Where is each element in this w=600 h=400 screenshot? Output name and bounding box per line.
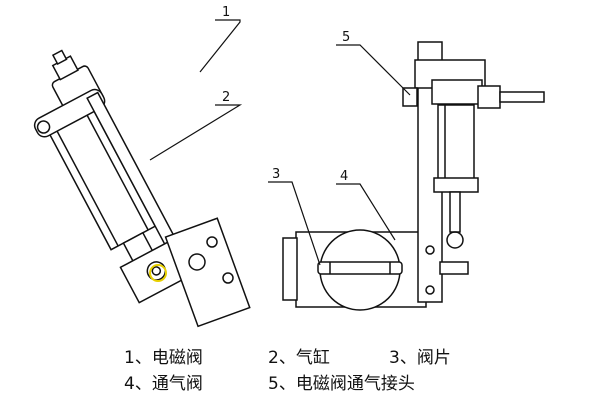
valve-disc: [317, 261, 403, 275]
cylinder-right: [437, 104, 475, 186]
callout-4: 4: [340, 169, 349, 184]
callout-3: 3: [272, 167, 281, 182]
right-assembly: [282, 41, 545, 311]
legend-item-1: 1、电磁阀: [124, 348, 203, 368]
leader-lines: [149, 19, 411, 266]
callout-5: 5: [342, 30, 351, 45]
legend-item-4: 4、通气阀: [124, 374, 203, 394]
legend-item-3: 3、阀片: [389, 348, 451, 368]
left-assembly: [33, 49, 251, 328]
callout-2: 2: [222, 90, 231, 105]
valve-body-left: [164, 217, 251, 328]
legend-item-5: 5、电磁阀通气接头: [268, 374, 415, 394]
callout-1: 1: [222, 5, 231, 20]
legend-item-2: 2、气缸: [268, 348, 330, 368]
